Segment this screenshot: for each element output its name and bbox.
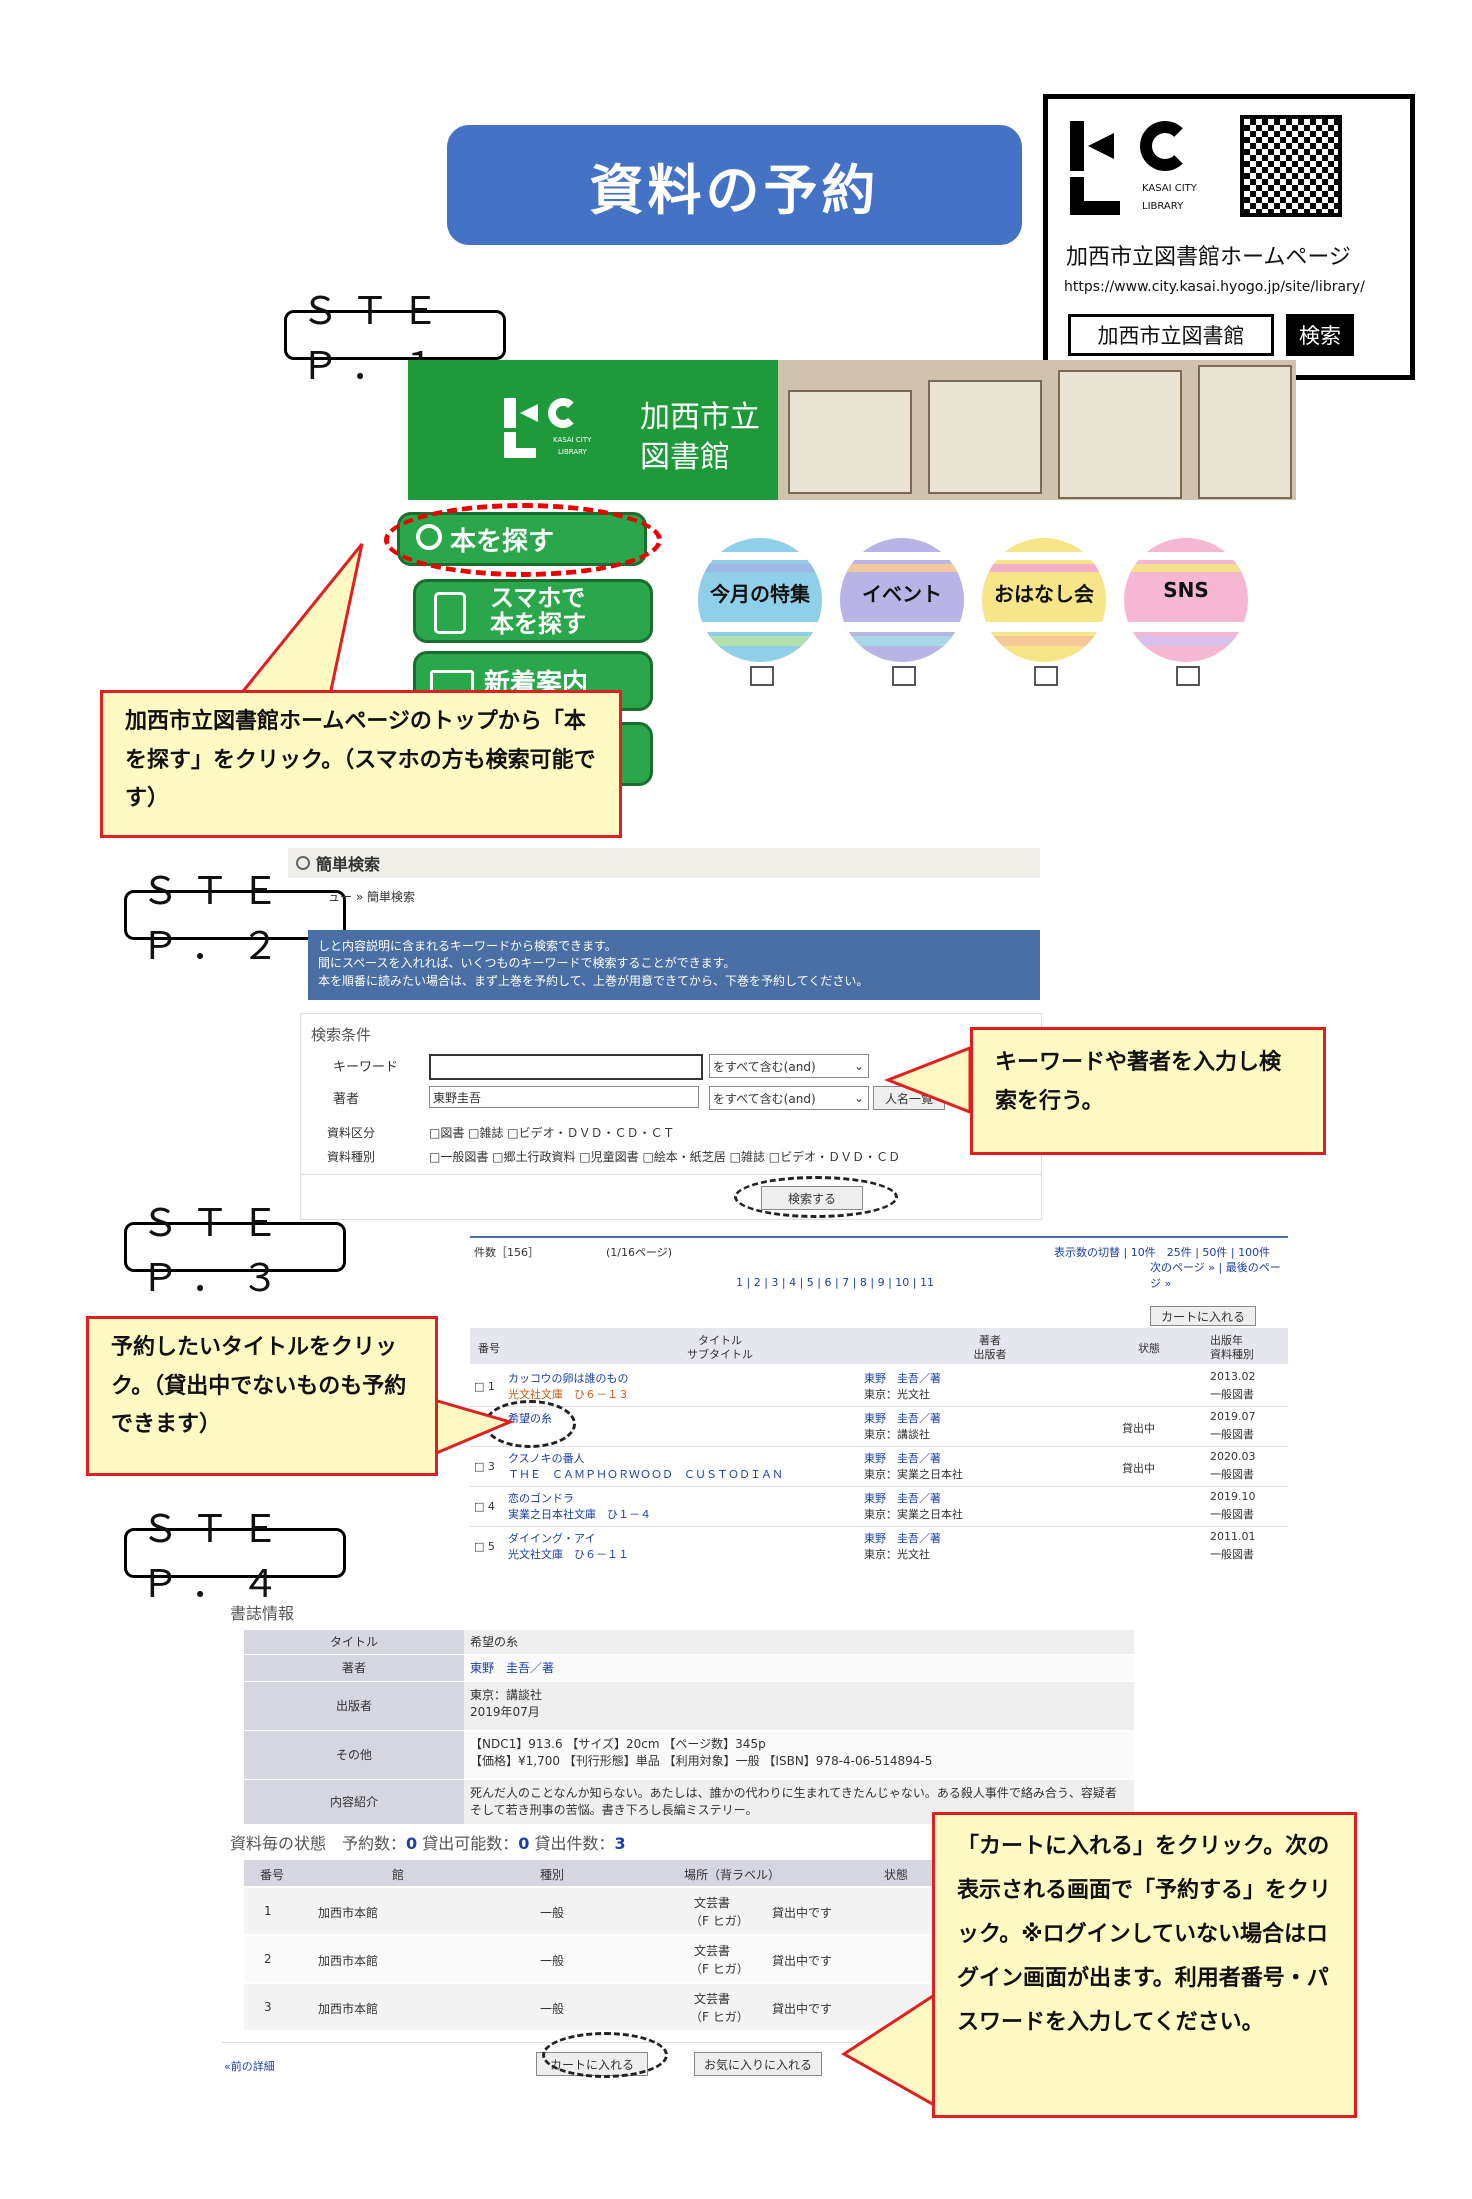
homepage-url[interactable]: https://www.city.kasai.hyogo.jp/site/lib… [1064,279,1365,295]
step1-label: ＳＴＥＰ．１ [284,289,506,388]
step3-callout: 予約したいタイトルをクリック。（貸出中でないものも予約できます） [86,1316,438,1476]
search-button[interactable]: 検索 [1286,314,1354,356]
library-info-box: KASAI CITY LIBRARY 加西市立図書館ホームページ https:/… [1043,94,1415,380]
search-panel-header: 簡単検索 [288,848,1040,878]
banner-title-1: 加西市立 [640,400,760,435]
breadcrumb[interactable]: ュー » 簡単検索 [328,890,415,904]
step4-callout: 「カートに入れる」をクリック。次の表示される画面で「予約する」をクリック。※ログ… [932,1812,1357,2118]
step2-callout: キーワードや著者を入力し検索を行う。 [970,1027,1326,1155]
author-link[interactable]: 東野 圭吾／著 [464,1655,1134,1681]
chevron-down-icon: ⌄ [853,1091,864,1105]
highlight-ellipse [384,503,662,577]
row-checkbox[interactable]: □ 5 [474,1540,495,1553]
cart-button-highlight [542,2032,668,2078]
add-to-favorites-button[interactable]: お気に入りに入れる [694,2052,822,2076]
step4-label: ＳＴＥＰ．４ [124,1507,346,1606]
result-title[interactable]: 恋のゴンドラ [508,1492,574,1505]
holdings-status-summary: 資料毎の状態 予約数：0 貸出可能数：0 貸出件数：3 [230,1834,626,1853]
cart-button-top[interactable]: カートに入れる [1150,1306,1256,1326]
search-button-highlight [734,1176,898,1218]
result-title[interactable]: ダイイング・アイ [508,1532,596,1545]
search-results-screenshot: 件数［156］ (1/16ページ) 表示数の切替 | 10件 25件 | 50件… [470,1236,1288,1566]
table-row: □ 3 クスノキの番人 ＴＨＥ ＣＡＭＰＨＯＲＷＯＯＤ ＣＵＳＴＯＤＩＡＮ 東野… [470,1446,1288,1487]
simple-search-screenshot: 簡単検索 ュー » 簡単検索 しと内容説明に含まれるキーワードから検索できます。… [288,848,1042,1220]
row-checkbox[interactable]: □ 4 [474,1500,495,1513]
phone-search-icon [434,592,466,634]
page-title: 資料の予約 [447,125,1022,245]
section-title: 書誌情報 [230,1604,295,1623]
callout-pointer-2 [884,1045,972,1115]
step3-label: ＳＴＥＰ．３ [124,1201,346,1300]
banner-title-2: 図書館 [640,440,730,475]
table-row: □ 5 ダイイング・アイ 光文社文庫 ひ６－１１ 東野 圭吾／著 東京：光文社 … [474,1530,1256,1561]
balloon-event[interactable]: イベント [840,538,964,688]
balloon-storytime[interactable]: おはなし会 [982,538,1106,688]
magnifier-icon [296,856,310,870]
material-type-checkboxes[interactable]: □一般図書 □郷土行政資料 □児童図書 □絵本・紙芝居 □雑誌 □ビデオ・ＤＶＤ… [429,1150,899,1164]
next-page-links[interactable]: 次のページ » | 最後のページ » [1150,1261,1281,1290]
bibliographic-table: タイトル 希望の糸 著者 東野 圭吾／著 出版者 東京：講談社 2019年07月… [244,1630,1134,1824]
table-row: □ 1 カッコウの卵は誰のもの 光文社文庫 ひ６－１３ 東野 圭吾／著 東京：光… [470,1366,1288,1407]
callout-pointer-3 [434,1398,514,1456]
search-conditions-panel: 検索条件 キーワード をすべて含む(and)⌄ 著者 東野圭吾 をすべて含む(a… [300,1013,1042,1220]
callout-pointer-1 [236,543,364,697]
per-page-selector[interactable]: 表示数の切替 | 10件 25件 | 50件 | 100件 [1054,1246,1271,1259]
info-bar: しと内容説明に含まれるキーワードから検索できます。 間にスペースを入れれば、いく… [308,930,1040,1000]
result-title[interactable]: クスノキの番人 [508,1452,585,1465]
library-banner: KASAI CITY LIBRARY 加西市立 図書館 [408,360,1296,500]
callout-pointer-4 [841,1991,938,2109]
row-checkbox[interactable]: □ 3 [474,1460,495,1473]
banner-logo-area: KASAI CITY LIBRARY 加西市立 図書館 [408,360,778,500]
author-mode-select[interactable]: をすべて含む(and)⌄ [709,1086,869,1110]
author-input[interactable]: 東野圭吾 [429,1086,699,1108]
material-class-checkboxes[interactable]: □図書 □雑誌 □ビデオ・ＤＶＤ・ＣＤ・ＣＴ [429,1126,675,1140]
prev-detail-link[interactable]: «前の詳細 [224,2060,275,2073]
library-logo: KASAI CITY LIBRARY [1070,121,1210,221]
balloon-sns[interactable]: SNS [1124,538,1248,688]
book-detail-screenshot: 書誌情報 タイトル 希望の糸 著者 東野 圭吾／著 出版者 東京：講談社 201… [222,1592,1134,2082]
search-query-box[interactable]: 加西市立図書館 [1068,314,1274,356]
row-checkbox[interactable]: □ 1 [474,1380,495,1393]
homepage-label: 加西市立図書館ホームページ [1066,245,1351,270]
smartphone-search-button[interactable]: スマホで 本を探す [413,579,653,643]
table-row: □ 4 恋のゴンドラ 実業之日本社文庫 ひ１－４ 東野 圭吾／著 東京：実業之日… [470,1486,1288,1527]
table-row: □ 2 希望の糸 東野 圭吾／著 東京：講談社 貸出中 2019.07 一般図書 [470,1406,1288,1447]
chevron-down-icon: ⌄ [853,1059,864,1073]
step1-callout: 加西市立図書館ホームページのトップから「本を探す」をクリック。（スマホの方も検索… [100,690,622,838]
pagination[interactable]: 1 | 2 | 3 | 4 | 5 | 6 | 7 | 8 | 9 | 10 |… [736,1276,934,1289]
result-title[interactable]: カッコウの卵は誰のもの [508,1372,629,1385]
balloon-feature[interactable]: 今月の特集 [698,538,822,688]
keyword-input[interactable] [429,1054,703,1080]
balloon-menu: 今月の特集 イベント おはなし会 SNS [698,538,1258,688]
qr-code [1240,115,1342,217]
keyword-mode-select[interactable]: をすべて含む(and)⌄ [709,1054,869,1078]
